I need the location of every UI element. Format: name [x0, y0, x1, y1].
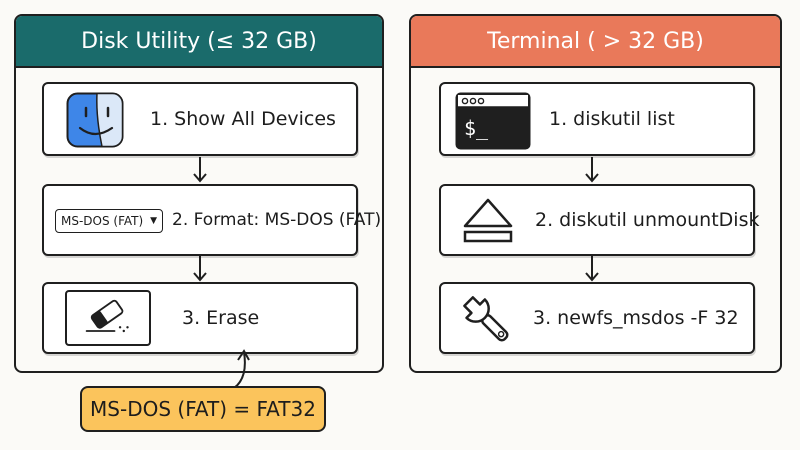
disk-utility-panel-title: Disk Utility (≤ 32 GB) — [16, 16, 382, 68]
disk-utility-step-erase: 3. Erase — [42, 282, 358, 354]
finder-icon — [66, 92, 124, 148]
disk-utility-step-3-label: 3. Erase — [182, 307, 260, 329]
disk-utility-step-show-all-devices: 1. Show All Devices — [42, 82, 358, 156]
disk-utility-step-format: MS-DOS (FAT) ▼ 2. Format: MS-DOS (FAT) — [42, 184, 381, 256]
terminal-step-2-label: 2. diskutil unmountDisk — [535, 209, 760, 231]
curved-arrow-icon — [233, 349, 250, 389]
wrench-icon — [463, 296, 509, 342]
terminal-step-unmount: 2. diskutil unmountDisk — [439, 184, 759, 256]
disk-utility-step-2-label: 2. Format: MS-DOS (FAT) — [172, 210, 382, 230]
terminal-panel-title: Terminal ( > 32 GB) — [411, 16, 780, 68]
erase-button[interactable] — [65, 290, 151, 346]
format-dropdown-value: MS-DOS (FAT) — [61, 214, 144, 228]
down-arrow-icon — [585, 256, 599, 282]
terminal-icon: $_ — [455, 92, 531, 150]
terminal-step-newfs: 3. newfs_msdos -F 32 — [439, 282, 755, 354]
chevron-down-icon: ▼ — [150, 216, 157, 226]
down-arrow-icon — [585, 157, 599, 183]
terminal-step-3-label: 3. newfs_msdos -F 32 — [533, 307, 739, 329]
terminal-step-diskutil-list: $_ 1. diskutil list — [439, 82, 755, 156]
terminal-prompt: $_ — [464, 116, 489, 140]
format-dropdown[interactable]: MS-DOS (FAT) ▼ — [55, 209, 163, 233]
terminal-panel: Terminal ( > 32 GB) $_ 1. diskutil list … — [409, 14, 782, 373]
eraser-icon — [85, 299, 129, 333]
fat32-note: MS-DOS (FAT) = FAT32 — [80, 386, 326, 432]
disk-utility-panel: Disk Utility (≤ 32 GB) 1. Show All Devic… — [14, 14, 384, 373]
eject-icon — [463, 198, 513, 243]
down-arrow-icon — [193, 157, 207, 183]
fat32-note-text: MS-DOS (FAT) = FAT32 — [90, 397, 316, 421]
down-arrow-icon — [193, 256, 207, 282]
disk-utility-step-1-label: 1. Show All Devices — [150, 108, 336, 130]
terminal-step-1-label: 1. diskutil list — [549, 108, 675, 130]
